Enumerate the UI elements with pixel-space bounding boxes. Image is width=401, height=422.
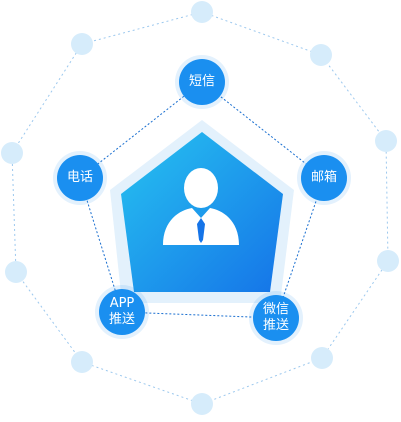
outer-dot	[5, 261, 27, 283]
outer-dot	[71, 33, 93, 55]
outer-dot	[377, 250, 399, 272]
outer-dot	[191, 393, 213, 415]
channel-node-wechat[interactable]: 微信 推送	[253, 295, 299, 341]
channel-node-email[interactable]: 邮箱	[301, 155, 347, 201]
outer-dot	[1, 142, 23, 164]
outer-dot	[191, 1, 213, 23]
sms-label-line-1: 短信	[188, 74, 215, 89]
channel-node-app[interactable]: APP 推送	[99, 289, 145, 335]
channel-node-phone[interactable]: 电话	[57, 155, 103, 201]
user-avatar-icon	[163, 168, 239, 245]
outer-dot	[310, 44, 332, 66]
wechat-label-line-2: 推送	[262, 318, 289, 333]
app-label-line-1: APP	[109, 296, 135, 311]
channel-node-sms[interactable]: 短信	[179, 59, 225, 105]
outer-dot	[375, 130, 397, 152]
inner-ring-line	[79, 81, 325, 319]
wechat-label-line-1: 微信	[262, 302, 289, 317]
app-label-line-2: 推送	[108, 312, 135, 327]
outer-dot	[311, 347, 333, 369]
center-pentagon	[121, 132, 283, 292]
phone-label-line-1: 电话	[66, 170, 93, 185]
email-label-line-1: 邮箱	[310, 170, 337, 185]
outer-dot	[71, 351, 93, 373]
